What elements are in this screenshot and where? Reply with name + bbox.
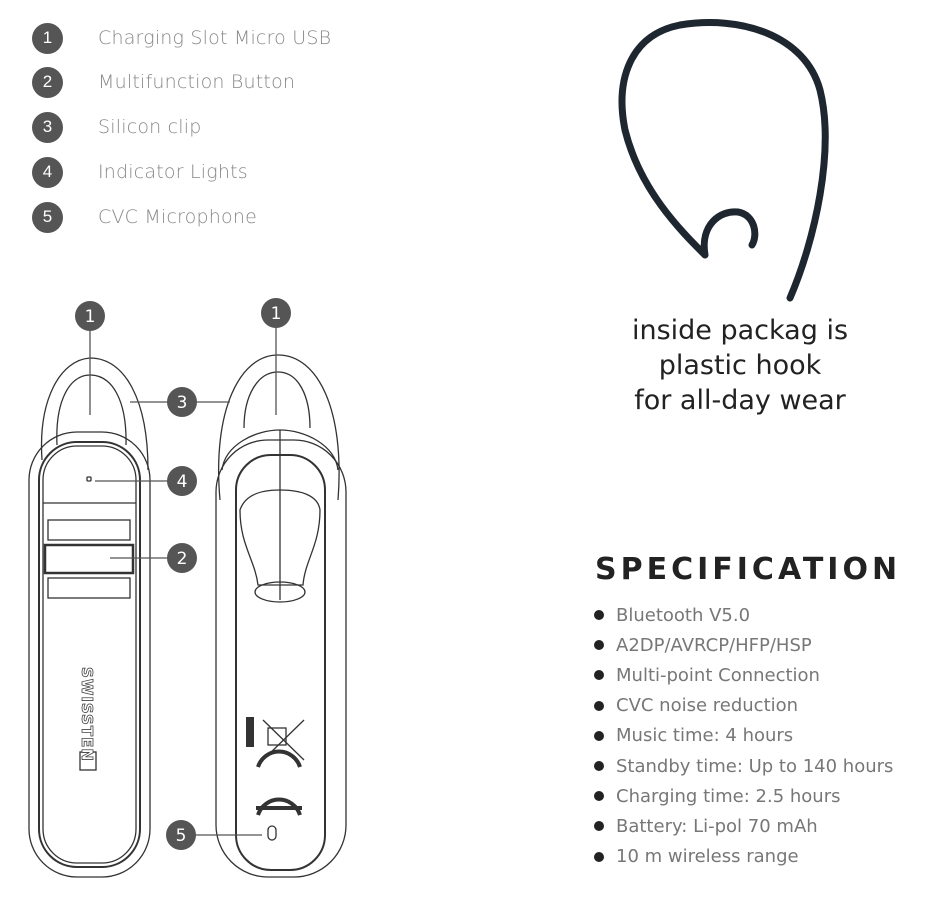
number-badge: 2 — [32, 66, 63, 98]
legend-label: Silicon clip — [98, 116, 202, 138]
spec-item: Battery: Li-pol 70 mAh — [594, 811, 893, 841]
specification-list: Bluetooth V5.0 A2DP/AVRCP/HFP/HSP Multi-… — [594, 600, 893, 872]
spec-item: Standby time: Up to 140 hours — [594, 751, 893, 781]
bullet-icon — [594, 761, 604, 772]
spec-text: Multi-point Connection — [616, 664, 820, 686]
headset-back-drawing — [215, 354, 347, 878]
number-badge: 4 — [32, 156, 63, 188]
legend-label: CVC Microphone — [98, 206, 257, 228]
legend-label: Indicator Lights — [98, 161, 248, 183]
class-mark-icon — [246, 717, 254, 747]
spec-item: Music time: 4 hours — [594, 721, 893, 751]
callout-2: 2 — [177, 549, 188, 569]
bullet-icon — [594, 791, 604, 802]
spec-text: CVC noise reduction — [616, 695, 799, 717]
weee-bin-icon — [262, 719, 305, 761]
brand-logo: SWISSTEN — [78, 667, 96, 762]
callout-1-back: 1 — [271, 304, 282, 324]
legend-label: Charging Slot Micro USB — [98, 27, 332, 49]
legend-item: 4 Indicator Lights — [32, 156, 248, 188]
bullet-icon — [594, 670, 604, 681]
callout-4: 4 — [177, 472, 188, 492]
spec-item: A2DP/AVRCP/HFP/HSP — [594, 630, 893, 660]
spec-item: Multi-point Connection — [594, 660, 893, 690]
bullet-icon — [594, 610, 604, 621]
bullet-icon — [594, 851, 604, 862]
specification-title: SPECIFICATION — [595, 552, 902, 587]
legend-label: Multifunction Button — [98, 71, 296, 93]
spec-text: 10 m wireless range — [616, 846, 799, 868]
spec-text: Bluetooth V5.0 — [616, 604, 751, 626]
number-badge: 3 — [32, 111, 63, 143]
bullet-icon — [594, 700, 604, 711]
legend-item: 1 Charging Slot Micro USB — [32, 22, 331, 54]
spec-item: Charging time: 2.5 hours — [594, 781, 893, 811]
bullet-icon — [594, 821, 604, 832]
hook-caption: inside packag is plastic hook for all-da… — [600, 313, 880, 418]
callout-badges: 1 1 3 4 2 5 — [75, 298, 291, 850]
caption-line: plastic hook — [658, 350, 822, 381]
legend-item: 2 Multifunction Button — [32, 66, 295, 98]
number-badge: 1 — [32, 22, 63, 54]
spec-text: Charging time: 2.5 hours — [616, 785, 841, 807]
spec-item: CVC noise reduction — [594, 691, 893, 721]
callout-5: 5 — [176, 826, 187, 846]
caption-line: for all-day wear — [634, 385, 846, 416]
bullet-icon — [594, 640, 604, 651]
callout-3: 3 — [177, 393, 188, 413]
callout-1-front: 1 — [85, 307, 96, 327]
legend-item: 5 CVC Microphone — [32, 201, 257, 233]
caption-line: inside packag is — [631, 315, 849, 346]
spec-text: Battery: Li-pol 70 mAh — [616, 815, 818, 837]
number-badge: 5 — [32, 201, 63, 233]
spec-item: Bluetooth V5.0 — [594, 600, 893, 630]
headset-front-drawing — [28, 357, 151, 878]
ear-hook-image — [618, 19, 829, 302]
spec-text: Standby time: Up to 140 hours — [616, 755, 894, 777]
spec-item: 10 m wireless range — [594, 842, 893, 872]
legend-item: 3 Silicon clip — [32, 111, 202, 143]
spec-text: Music time: 4 hours — [616, 725, 794, 747]
bullet-icon — [594, 730, 604, 741]
spec-text: A2DP/AVRCP/HFP/HSP — [616, 634, 812, 656]
